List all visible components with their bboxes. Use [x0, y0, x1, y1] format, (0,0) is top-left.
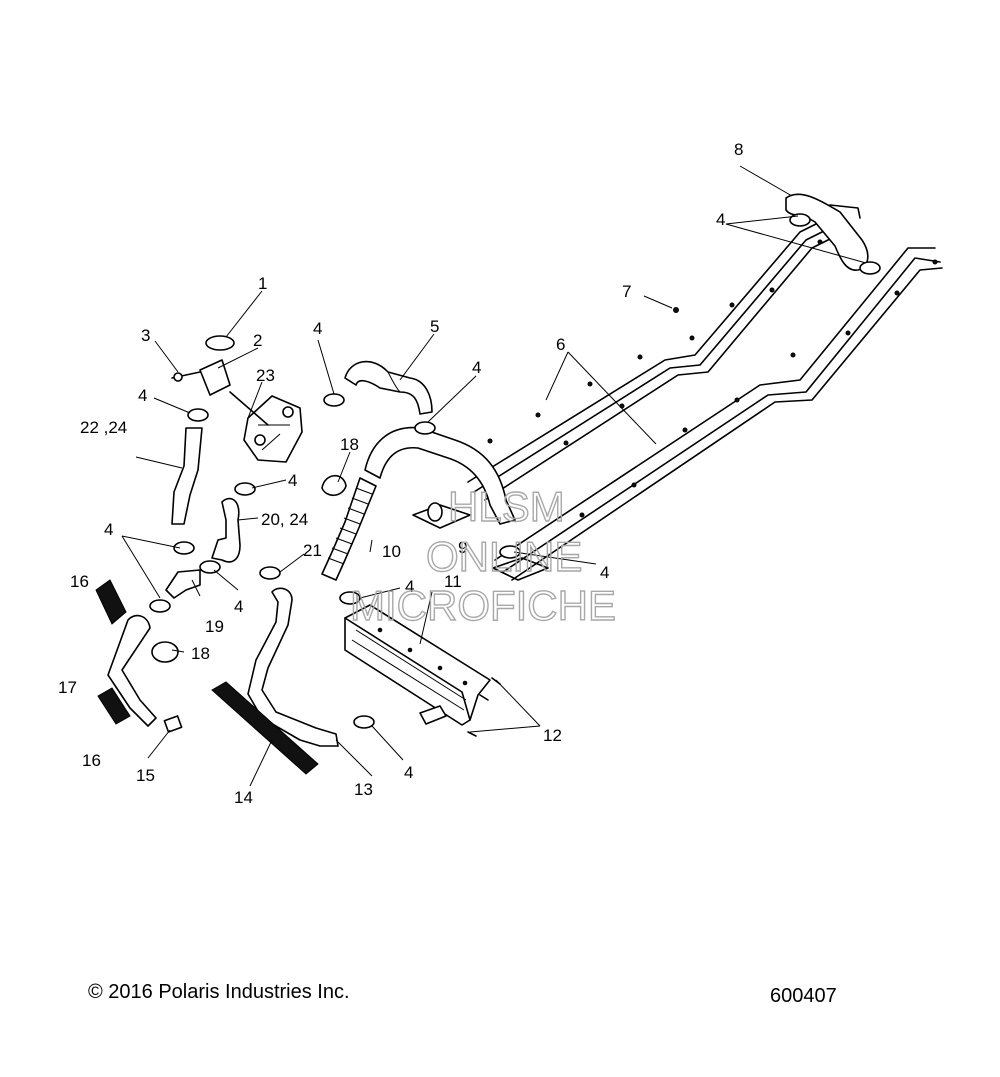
filler-neck[interactable] [199, 359, 231, 396]
callout-4: 4 [313, 319, 322, 338]
callout-14: 14 [234, 788, 253, 807]
copyright-notice: © 2016 Polaris Industries Inc. [88, 981, 350, 1003]
coolant-tube-lower[interactable] [494, 247, 943, 581]
screw-3[interactable] [171, 371, 201, 382]
callout-4: 4 [104, 520, 113, 539]
callout-7: 7 [622, 282, 631, 301]
callout-22-24: 22 ,24 [80, 418, 127, 437]
watermark-line-3: MICROFICHE [350, 582, 616, 629]
callout-4: 4 [234, 597, 243, 616]
sleeve-16-lower[interactable] [97, 687, 131, 725]
callout-18: 18 [340, 435, 359, 454]
radiator-hose-9[interactable] [364, 426, 516, 525]
callout-4: 4 [600, 563, 609, 582]
callout-8: 8 [734, 140, 743, 159]
callout-2: 2 [253, 331, 262, 350]
sleeve-16-upper[interactable] [95, 579, 127, 625]
callout-20-24: 20, 24 [261, 510, 308, 529]
tee-fitting[interactable] [165, 569, 201, 599]
upper-hose[interactable] [344, 360, 433, 415]
leader-lines [121, 165, 867, 787]
callout-11: 11 [444, 572, 462, 591]
bleed-rod [229, 391, 269, 426]
corrugated-sleeve-14[interactable] [211, 681, 319, 775]
radiator-11[interactable] [344, 604, 491, 726]
clamp-18-upper[interactable] [321, 474, 347, 497]
tube-fastener-dots [487, 239, 938, 518]
callout-21: 21 [303, 541, 322, 560]
hose-17[interactable] [107, 614, 157, 727]
callout-9: 9 [458, 538, 467, 557]
crossover-hose[interactable] [785, 193, 869, 271]
cap-15[interactable] [163, 715, 183, 733]
callout-3: 3 [141, 326, 150, 345]
callout-5: 5 [430, 317, 439, 336]
clamp-18-lower[interactable] [151, 641, 179, 663]
coolant-tube-upper[interactable] [467, 221, 833, 501]
callout-12: 12 [543, 726, 562, 745]
callout-4: 4 [138, 386, 147, 405]
callout-4: 4 [472, 358, 481, 377]
callout-1: 1 [258, 274, 267, 293]
callout-13: 13 [354, 780, 373, 799]
callout-4: 4 [288, 471, 297, 490]
watermark-line-1: HLSM [448, 483, 565, 530]
hose-13[interactable] [247, 587, 339, 747]
watermark-line-2: ONLINE [426, 533, 582, 580]
callout-4: 4 [404, 763, 413, 782]
callout-16: 16 [70, 572, 89, 591]
callout-10: 10 [382, 542, 401, 561]
callout-23: 23 [256, 366, 275, 385]
callout-17: 17 [58, 678, 77, 697]
callout-4: 4 [716, 210, 725, 229]
hose-clamp[interactable] [149, 213, 881, 729]
callout-18: 18 [191, 644, 210, 663]
figure-number: 600407 [770, 985, 837, 1007]
callout-16: 16 [82, 751, 101, 770]
bolt-7[interactable] [673, 307, 679, 313]
callout-labels: 1 2 3 4 23 4 5 4 8 4 7 6 22 ,24 18 4 20,… [58, 140, 743, 807]
callout-15: 15 [136, 766, 155, 785]
thermostat-housing[interactable] [243, 395, 303, 463]
corrugated-hose-10[interactable] [321, 477, 377, 581]
radiator-cap[interactable] [205, 335, 235, 351]
hose-22-24[interactable] [171, 427, 203, 525]
hose-20-24[interactable] [211, 497, 241, 563]
callout-6: 6 [556, 335, 565, 354]
watermark: HLSM ONLINE MICROFICHE [349, 482, 616, 629]
callout-4: 4 [405, 577, 414, 596]
callout-19: 19 [205, 617, 224, 636]
